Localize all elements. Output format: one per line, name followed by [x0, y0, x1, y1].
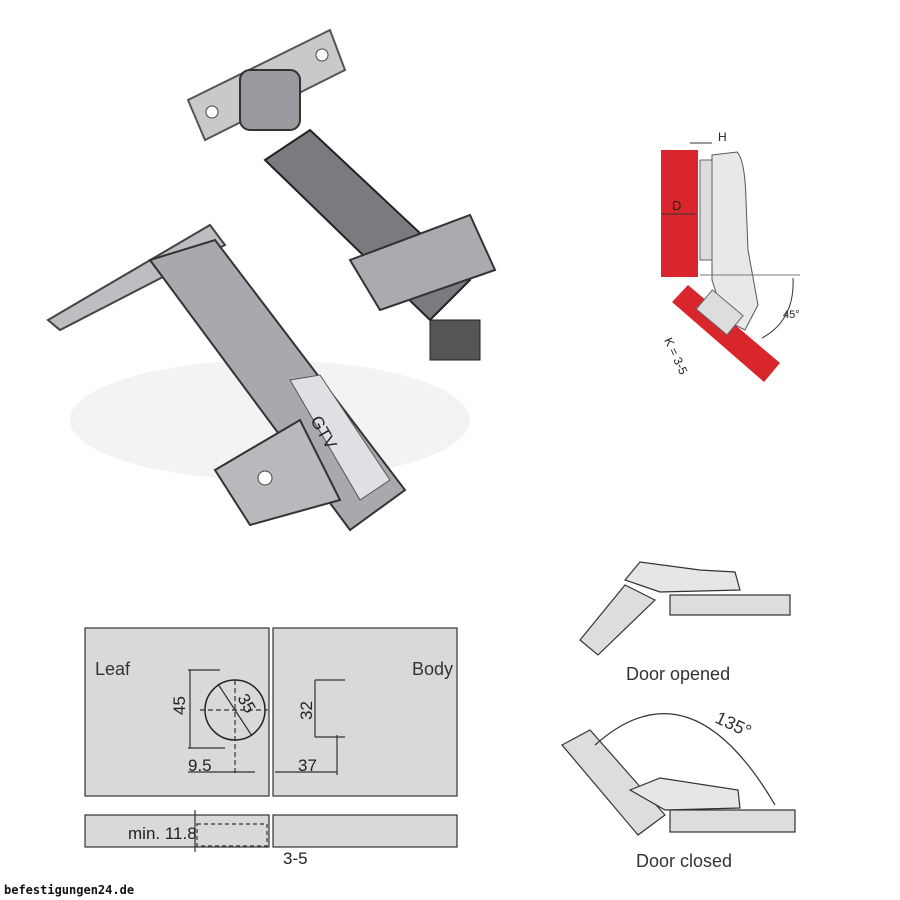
dim-32: 32 — [297, 701, 316, 720]
angle-45-label: 45° — [783, 309, 800, 321]
h-label: H — [718, 130, 727, 144]
dim-45: 45 — [170, 696, 189, 715]
dim-37: 37 — [298, 756, 317, 775]
dim-9-5: 9.5 — [188, 756, 212, 775]
dim-min-depth: min. 11.8 — [128, 824, 197, 843]
body-panel — [272, 627, 458, 797]
watermark: befestigungen24.de — [4, 883, 135, 897]
door-closed-diagram: 135° Door closed — [561, 707, 796, 871]
k-label: K = 3-5 — [661, 335, 690, 377]
mounting-diagram: H D 45° K = 3-5 — [661, 130, 800, 382]
drilling-diagram: Leaf Body 45 35 9.5 37 32 min. 11.8 3-5 — [84, 627, 458, 868]
door-closed-caption: Door closed — [636, 851, 732, 871]
leaf-label: Leaf — [95, 659, 131, 679]
d-label: D — [672, 198, 681, 213]
body-label: Body — [412, 659, 453, 679]
dim-gap: 3-5 — [283, 849, 308, 868]
angle-135-label: 135° — [712, 707, 754, 741]
hinge-photo: GTV — [46, 28, 497, 532]
leaf-panel — [84, 627, 270, 797]
door-opened-caption: Door opened — [626, 664, 730, 684]
door-opened-diagram: Door opened — [579, 561, 791, 684]
